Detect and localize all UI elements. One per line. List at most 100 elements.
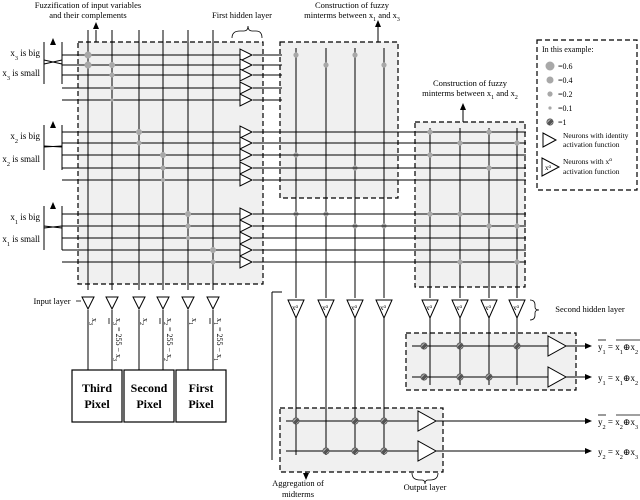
hatched-upper-2-hatch [514,343,519,348]
annotation-minterms-x1-x3-1: Construction of fuzzy [315,0,390,10]
brace-first-hidden [231,25,263,39]
hatched-lower-4-hatch [352,448,357,453]
pixel-box-1 [123,369,175,423]
weight-dot-m12-2 [486,129,492,135]
annotation-input-layer: Input layer [33,296,70,306]
power-neuron-0 [287,299,305,320]
pair-cross-0b [43,59,63,65]
legend-title: In this example: [542,45,594,54]
pixel-label-line1-1: Second [131,381,168,395]
input-label-5: x1 = 255 − x1 [212,318,224,361]
weight-dot-input-9 [160,165,166,171]
weight-dot-m12-6 [486,223,492,229]
hatched-upper-3-hatch2 [422,375,427,380]
legend-weight-label-4: =1 [558,118,567,127]
brace-second-hidden [529,299,540,321]
power-neuron-2 [346,299,364,320]
input-label-1: x3 = 255 − x3 [111,318,123,361]
output-lower-arrow-1 [585,448,592,454]
pixel-box-0 [71,369,123,423]
weight-dot-input-12 [185,223,191,229]
output-label-2: y2 = x2⊕x3 [598,417,638,431]
input-neuron-2 [132,296,146,311]
power-neuron-4 [421,299,439,320]
hatched-lower-1-hatch [352,418,357,423]
output-upper-arrow-1 [585,374,592,380]
fuzz-arrow [93,22,99,29]
weight-dot-m12-7 [514,223,520,229]
output-label-3: y2 = x2⊕x3 [598,447,638,461]
first-hidden-neuron-0-1 [239,58,254,72]
weight-dot-input-7 [136,140,142,146]
output-label-0: y1 = x1⊕x2 [598,342,638,356]
weight-dot-m13-0 [293,52,299,58]
weight-dot-input-15 [210,259,216,265]
legend-identity-2: activation function [563,140,620,149]
power-neuron-label-2: xα [351,304,358,312]
first-hidden-neuron-2-0 [239,207,254,221]
output-lower-arrow-0 [585,418,592,424]
legend-power-1: Neurons with xα [563,157,612,166]
weight-dot-m13-2 [352,52,358,58]
input-neuron-1 [105,296,119,311]
pair-arrow-0 [50,38,56,45]
first-hidden-neuron-2-4 [239,255,254,269]
first-hidden-neuron-2-2 [239,231,254,245]
hatched-lower-3-hatch2 [324,449,329,454]
first-hidden-neuron-2-1 [239,219,254,233]
pair-cross-2b [43,225,63,229]
first-hidden-neuron-0-3 [239,81,254,95]
hatched-upper-3 [420,373,428,381]
annotation-aggregation-1: Aggregation of [272,478,324,488]
hatched-lower-0-hatch [293,418,298,423]
legend-hatched-hatch [547,119,552,124]
output-neuron-lower-0 [417,410,438,432]
row-label-3: x2 is small [2,154,40,168]
annotation-minterms-x1-x2-2: minterms between x1 and x2 [422,88,518,101]
weight-dot-input-2 [109,62,115,68]
hatched-upper-0-hatch [421,343,426,348]
annotation-minterms-x1-x2-1: Construction of fuzzy [433,78,508,88]
row-label-4: x1 is big [10,212,40,226]
hatched-upper-4-hatch2 [487,375,492,380]
legend-weight-label-1: =0.4 [558,76,573,85]
hatched-lower-3 [322,447,330,455]
hatched-lower-2 [380,417,388,425]
annotation-first-hidden-layer: First hidden layer [212,10,272,20]
legend-power-neuron [541,157,561,177]
legend-weight-dot-3 [548,106,552,110]
first-hidden-neuron-0-0 [239,48,254,62]
brace-output-layer [411,472,439,485]
hatched-upper-1-hatch2 [458,344,463,349]
hatched-upper-5-hatch [457,374,462,379]
hatched-upper-3-hatch [421,374,426,379]
weight-dot-m12-9 [486,165,492,171]
output-neuron-upper-1 [547,366,568,388]
legend-weight-label-3: =0.1 [558,104,573,113]
power-neuron-label-5: xα [456,304,463,312]
legend-identity-1: Neurons with identity [563,131,629,140]
weight-dot-m13-1 [323,62,329,68]
row-label-2: x2 is big [10,131,40,145]
annotation-second-hidden-layer: Second hidden layer [555,304,625,314]
annotation-fuzzification-2: and their complements [49,10,126,20]
pixel-label-line1-0: Third [82,381,112,395]
hatched-lower-0 [292,417,300,425]
power-neuron-1 [317,299,335,320]
pair-arrow-2 [50,202,56,209]
first-hidden-neuron-2-3 [239,243,254,257]
output-upper-arrow-0 [585,343,592,349]
legend-identity-neuron [542,132,558,148]
power-neuron-label-7: xα [513,304,520,312]
legend-power-symbol: xα [545,164,552,172]
weight-dot-input-13 [186,236,190,240]
first-hidden-neuron-1-4 [239,173,254,187]
hatched-upper-2 [513,342,521,350]
annotation-aggregation-2: midterms [282,489,314,499]
hatched-upper-1 [456,342,464,350]
power-neuron-label-6: xα [485,304,492,312]
fuzzification-box [77,41,264,285]
power-neuron-7 [508,299,526,320]
